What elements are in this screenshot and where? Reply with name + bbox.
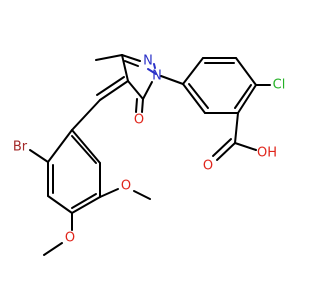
bond-n1-n2	[147, 68, 157, 75]
bond-r6-inner	[188, 83, 209, 109]
bond-c4-ch-a	[99, 80, 129, 101]
atom-oh: OH	[257, 146, 277, 161]
bond-n2-n1-stub	[153, 63, 156, 69]
bond-c3-c4	[121, 54, 129, 82]
bond-l6-inner	[71, 135, 97, 164]
bond-r6	[182, 83, 206, 114]
bond-cooh-oh	[234, 142, 257, 151]
molecule-structure: N N O Cl Br O OH O O	[12, 53, 286, 256]
bond-c4-ch-b	[96, 76, 125, 96]
atom-n1: N	[152, 69, 162, 84]
atom-labels: N N O Cl Br O OH O O	[13, 54, 285, 246]
bond-r3	[235, 57, 257, 86]
bond-c5-o-b	[135, 98, 138, 113]
bond-c5-o-a	[141, 98, 144, 113]
bond-c5-n1	[142, 81, 153, 100]
bond-c3-n2-a	[121, 54, 141, 62]
bond-c4-c5	[127, 80, 144, 100]
bond-methyl	[95, 54, 123, 61]
bond-l3	[47, 195, 73, 214]
bond-c-br	[29, 149, 49, 163]
bond-r4-inner	[234, 84, 252, 109]
bond-r1	[182, 57, 204, 85]
bonds	[29, 54, 271, 256]
bond-c-cooh	[234, 112, 239, 144]
bond-o4-me	[43, 242, 63, 256]
atom-o-methoxy-5: O	[121, 179, 131, 194]
atom-br: Br	[13, 140, 28, 155]
atom-n2: N	[143, 54, 153, 69]
bond-l1	[47, 129, 73, 163]
atom-o-acid-carbonyl: O	[203, 159, 213, 174]
bond-r4	[237, 84, 257, 114]
bond-cooh-o-b	[212, 138, 232, 157]
atom-o-carbonyl: O	[134, 113, 144, 128]
atom-o-methoxy-4: O	[65, 231, 75, 246]
bond-c3-n2-b	[124, 60, 139, 67]
bond-cooh-o-a	[216, 142, 236, 161]
atom-cl: Cl	[273, 78, 286, 93]
bond-l6	[71, 129, 101, 164]
bond-ch-aryl	[71, 99, 101, 131]
bond-l4	[71, 196, 101, 214]
bond-c-o5	[99, 188, 119, 198]
bond-o5-me	[133, 190, 151, 200]
bond-n1-aryl	[160, 75, 184, 85]
bond-l4-inner	[71, 193, 97, 209]
